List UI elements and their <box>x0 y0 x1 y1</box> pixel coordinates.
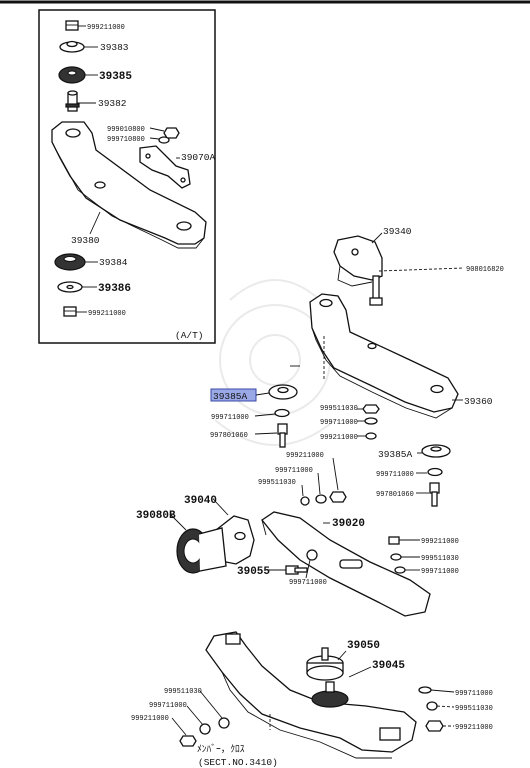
rear-washer-icon[interactable] <box>390 553 402 561</box>
plate-icon[interactable] <box>139 145 191 189</box>
rubber-cushion-icon[interactable] <box>58 66 86 84</box>
part-label[interactable]: 999211000 <box>286 452 324 460</box>
crossmember-icon[interactable] <box>290 293 459 419</box>
part-label[interactable]: 999511030 <box>258 479 296 487</box>
part-label[interactable]: 39070A <box>181 152 216 163</box>
rear-nut-icon[interactable] <box>388 536 400 545</box>
part-label[interactable]: 997801060 <box>376 491 414 499</box>
part-label[interactable]: 39080B <box>136 510 176 522</box>
part-label[interactable]: 39385A <box>378 449 413 460</box>
br-washer-icon[interactable] <box>418 686 432 694</box>
center-washer-icon[interactable] <box>315 494 327 504</box>
part-label[interactable]: 999211000 <box>88 310 126 318</box>
part-label[interactable]: 999711000 <box>320 419 358 427</box>
part-label[interactable]: 39384 <box>99 257 128 268</box>
left-bolt-icon[interactable] <box>277 423 288 448</box>
part-label[interactable]: 999511030 <box>164 688 202 696</box>
part-label[interactable]: 999711000 <box>275 467 313 475</box>
small-washer-icon[interactable] <box>158 136 170 144</box>
lower-cushion-icon[interactable] <box>54 253 86 271</box>
left-cushion-icon[interactable] <box>268 384 298 400</box>
part-label[interactable]: 999211000 <box>455 724 493 732</box>
part-label[interactable]: 999711000 <box>289 579 327 587</box>
part-label[interactable]: 39045 <box>372 660 405 672</box>
part-label[interactable]: 39360 <box>464 396 493 407</box>
gear-housing-icon[interactable] <box>176 527 227 574</box>
inset-caption: (A/T) <box>175 330 204 341</box>
section-note[interactable]: (SECT.NO.3410) <box>198 757 278 768</box>
right-cushion-icon[interactable] <box>421 444 451 458</box>
part-label[interactable]: 999711000 <box>421 568 459 576</box>
part-label[interactable]: 999710800 <box>107 136 145 144</box>
right-washer-icon[interactable] <box>364 417 378 425</box>
member-note: ﾒﾝﾊﾞｰ，ｸﾛｽ <box>197 744 245 755</box>
bottom-nut-icon[interactable] <box>179 735 197 747</box>
part-label[interactable]: 39055 <box>237 566 270 578</box>
right-bolt-icon[interactable] <box>429 482 440 507</box>
part-label[interactable]: 997801060 <box>210 432 248 440</box>
inset-at-box: 999211000 39383 39385 39382 <box>38 9 216 344</box>
washer-icon[interactable] <box>59 40 85 53</box>
inset-bracket-icon[interactable] <box>51 121 207 249</box>
part-label[interactable]: 39386 <box>98 283 131 295</box>
cross-member-icon[interactable] <box>205 631 417 759</box>
part-label[interactable]: 39382 <box>98 98 127 109</box>
part-label[interactable]: 39040 <box>184 495 217 507</box>
part-label[interactable]: 999211000 <box>320 434 358 442</box>
bottom-washer-icon[interactable] <box>199 723 211 735</box>
part-label[interactable]: 999511030 <box>421 555 459 563</box>
collar-icon[interactable] <box>65 90 80 112</box>
right-nut-icon[interactable] <box>362 404 380 414</box>
part-label[interactable]: 39340 <box>383 226 412 237</box>
br-nut-icon[interactable] <box>425 720 444 732</box>
right-lockwasher-icon[interactable] <box>365 432 377 440</box>
rear-mount-icon[interactable] <box>306 647 344 681</box>
part-label[interactable]: 39380 <box>71 235 100 246</box>
bottom-lockwasher-icon[interactable] <box>218 717 230 729</box>
inset-frame <box>38 9 216 344</box>
left-washer-icon[interactable] <box>274 408 290 418</box>
part-label[interactable]: 999211000 <box>87 24 125 32</box>
bolt-icon[interactable] <box>369 275 383 306</box>
rear-lockwasher-icon[interactable] <box>394 566 406 574</box>
part-label[interactable]: 999511030 <box>455 705 493 713</box>
bottom-nut-icon[interactable] <box>63 306 77 317</box>
part-label[interactable]: 999211000 <box>131 715 169 723</box>
part-label[interactable]: 999711000 <box>455 690 493 698</box>
part-label[interactable]: 39020 <box>332 518 365 530</box>
lower-washer-icon[interactable] <box>57 281 83 293</box>
br-lockwasher-icon[interactable] <box>426 701 438 711</box>
part-label[interactable]: 999711000 <box>211 414 249 422</box>
watermark <box>214 279 336 446</box>
part-label[interactable]: 39050 <box>347 640 380 652</box>
part-label[interactable]: 39383 <box>100 42 129 53</box>
small-nut-icon[interactable] <box>163 127 180 139</box>
part-label[interactable]: 908016820 <box>466 266 504 274</box>
rear-cushion-icon[interactable] <box>311 681 349 708</box>
support-washer-icon[interactable] <box>306 549 318 561</box>
part-label[interactable]: 999711000 <box>376 471 414 479</box>
support-bolt-icon[interactable] <box>285 565 308 575</box>
part-label[interactable]: 999511030 <box>320 405 358 413</box>
rear-support-icon[interactable] <box>261 511 431 617</box>
nut-icon[interactable] <box>65 20 79 31</box>
center-lockwasher-icon[interactable] <box>300 496 310 506</box>
center-nut-icon[interactable] <box>329 491 347 503</box>
highlighted-part-label[interactable]: 39385A <box>213 391 248 402</box>
right-lower-washer-icon[interactable] <box>427 467 443 477</box>
part-label[interactable]: 999711000 <box>149 702 187 710</box>
part-label[interactable]: 39385 <box>99 71 132 83</box>
part-label[interactable]: 999211000 <box>421 538 459 546</box>
part-label[interactable]: 999010800 <box>107 126 145 134</box>
